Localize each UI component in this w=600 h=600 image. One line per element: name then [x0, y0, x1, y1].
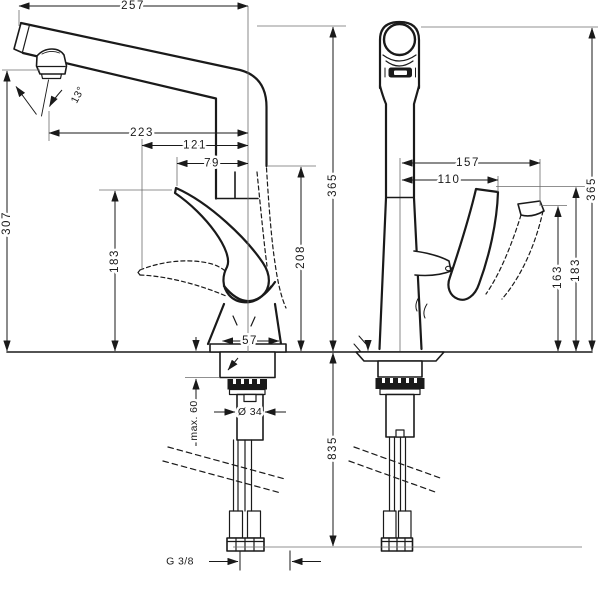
dim-79-label: 79: [204, 158, 220, 170]
dim-183-front-label: 183: [570, 258, 582, 282]
dim-110-label: 110: [438, 174, 461, 186]
dim-208-label: 208: [295, 245, 307, 269]
dim-max60-label: max. 60: [188, 400, 200, 440]
under-deck-body: [219, 351, 276, 379]
raised-handle-dashed-outer: [265, 167, 287, 309]
hose-break-lines: [162, 446, 286, 494]
raised-handle-dashed-inner: [256, 171, 268, 267]
under-deck-body-front: [377, 360, 423, 378]
dim-g38-label: G 3/8: [166, 556, 194, 568]
dim-shank-diameter-34: Ø 34: [214, 404, 286, 421]
aerator-dome-line: [41, 51, 60, 55]
oring-band-front: [375, 378, 425, 389]
dim-121-label: 121: [183, 140, 207, 152]
front-view-faucet: [348, 20, 545, 552]
base-cone: [206, 302, 283, 346]
dim-365-side-label: 365: [327, 173, 339, 197]
handle-lever: [173, 186, 270, 304]
side-view-faucet: [13, 21, 287, 552]
motion-ticks: [353, 296, 428, 353]
spout-tip-band: [21, 24, 31, 53]
handle-off-tip: [137, 269, 141, 276]
aerator: [35, 48, 68, 75]
supply-hoses: [232, 439, 253, 512]
hose-braid-front-left: [382, 510, 397, 539]
handle-pivot-cap-inner: [227, 285, 272, 302]
oring-band-front-ticks: [382, 378, 417, 383]
base-cone-ticks: [232, 315, 256, 327]
dim-reach-79: 79: [176, 155, 249, 186]
dim-raised-height-163: 163: [541, 205, 567, 352]
spout-tip-face: [13, 22, 24, 54]
dim-57-label: 57: [242, 335, 258, 347]
dim-835-label: 835: [327, 436, 339, 460]
dim-total-height-365-front: 365: [364, 26, 600, 352]
dim-spout-reach-257: 257: [18, 0, 249, 352]
dim-base-width-57: 57: [222, 333, 280, 350]
dim-307-label: 307: [1, 211, 13, 235]
water-stream-line: [41, 79, 49, 117]
shank-clip: [243, 393, 257, 403]
supply-hoses-front: [388, 436, 407, 512]
dim-handle-height-183-front: 183: [496, 186, 585, 352]
raised-handle-dashed: [485, 210, 544, 300]
dim-365-front-label: 365: [586, 177, 598, 201]
oring-band: [227, 379, 267, 390]
dim-total-height-365-side: 365: [257, 25, 346, 352]
hose-nut-facets: [226, 537, 265, 552]
dim-handle-reach-110: 110: [401, 172, 499, 192]
dim-raised-height-208: 208: [267, 165, 316, 352]
handle-off-dashed-top: [139, 260, 235, 282]
base-flange: [355, 351, 445, 362]
dim-257-label: 257: [121, 0, 145, 12]
dim-handle-height-183: 183: [99, 189, 172, 352]
handle-off-dashed-bottom: [139, 274, 227, 297]
hose-nut-facets-front: [380, 537, 414, 552]
dim-183-label: 183: [109, 249, 121, 273]
hose-braid-left: [228, 510, 244, 539]
dim-reach-223: 223: [48, 111, 249, 142]
handle-front: [447, 187, 500, 301]
select-knob: [382, 22, 417, 57]
cap-arcs: [382, 54, 417, 67]
outlet-slot: [394, 70, 407, 75]
aerator-band: [37, 65, 66, 80]
hose-braid-front-right: [397, 510, 412, 539]
oring-band-ticks: [233, 379, 260, 384]
collar-front: [379, 388, 421, 396]
dim-angle-13deg: 13°: [15, 82, 90, 115]
dim-diam34-label: Ø 34: [238, 406, 262, 418]
dim-height-307: 307: [0, 69, 40, 352]
dim-deck-thickness-max60: max. 60: [185, 337, 220, 446]
dim-raised-reach-157: 157: [401, 155, 541, 206]
dim-reach-121: 121: [141, 137, 249, 270]
set-screw: [445, 265, 452, 272]
dim-223-label: 223: [130, 127, 154, 139]
outlet-side-ticks: [384, 67, 416, 78]
hose-break-lines-front: [348, 446, 444, 494]
dim-thread-g38: G 3/8: [164, 550, 321, 571]
handle-socket: [413, 250, 452, 277]
hose-braid-right: [246, 510, 262, 539]
shank-notch: [395, 429, 405, 438]
dim-13deg-label: 13°: [69, 85, 88, 106]
dim-157-label: 157: [456, 157, 480, 169]
dim-hose-length-835: 835: [233, 352, 582, 548]
neck: [378, 84, 421, 199]
dim-163-label: 163: [552, 265, 564, 289]
swivel-arrow: [227, 357, 239, 371]
cartridge-step: [215, 171, 259, 200]
